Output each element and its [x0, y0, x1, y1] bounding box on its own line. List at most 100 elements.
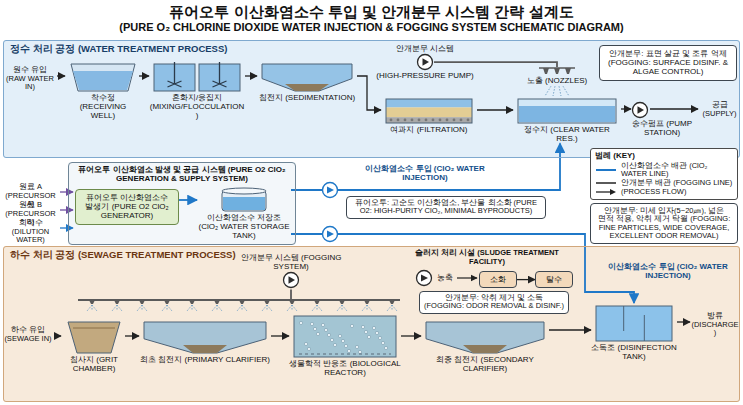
process-flow — [357, 76, 381, 110]
rect-shape — [223, 197, 265, 210]
circle-shape — [361, 325, 364, 328]
fog-nozzle — [389, 300, 395, 304]
path-shape — [543, 68, 571, 74]
circle-shape — [358, 350, 361, 353]
path-shape — [68, 322, 120, 353]
process-unit: 이산화염소수 저장조 (ClO₂ WATER STORAGE TANK) — [197, 187, 291, 241]
circle-shape — [330, 338, 333, 341]
svg-shape — [513, 97, 621, 125]
fog-riser-pipe — [290, 289, 292, 300]
fog-nozzle — [314, 300, 320, 304]
svg-shape — [149, 61, 245, 93]
circle-shape — [418, 119, 421, 122]
process-unit: 생물학적 반응조 (BIOLOGICAL REACTOR) — [289, 313, 401, 377]
path-shape — [73, 328, 115, 329]
rect-shape — [596, 306, 672, 341]
node-text: 송수펌프 (PUMP STATION) — [631, 119, 693, 137]
inflow-arrow — [57, 75, 65, 76]
svg-shape — [631, 101, 649, 119]
node-text: 착수정 (RECEIVING WELL) — [67, 93, 139, 121]
circle-shape — [323, 183, 338, 198]
node-text: 침사지 (GRIT CHAMBER) — [63, 355, 125, 373]
svg-shape — [139, 319, 271, 355]
text-label: 희석수 (DILUTION WATER) — [2, 219, 59, 245]
process-flow — [245, 75, 257, 76]
svg-shape — [197, 187, 291, 213]
node-text: 정수지 (CLEAR WATER RES.) — [513, 125, 621, 143]
pump-symbol — [631, 101, 693, 119]
node-text: 안개분무: 미세 입자(5~20㎛), 넓은 면적 적용, 악취 제거 탁월 (… — [595, 207, 733, 240]
process-illustration — [421, 319, 549, 355]
text-label: 슬러지 처리 시설 (SLUDGE TREATMENT FACILITY) — [398, 249, 576, 266]
sludge-pump — [417, 271, 432, 286]
rect-shape — [386, 99, 472, 123]
rect-shape — [386, 107, 472, 117]
process-illustration — [63, 319, 125, 355]
process-illustration — [257, 61, 357, 93]
svg-shape — [539, 67, 575, 76]
process-flow — [139, 75, 149, 76]
rect-shape — [519, 106, 615, 122]
rect-shape — [386, 99, 472, 107]
legend-swatch — [595, 166, 617, 174]
inflow-arrow — [54, 335, 61, 336]
text-label: 이산화염소수 투입 (ClO₂ WATER INJECTION) — [598, 262, 738, 280]
path-shape — [423, 58, 430, 66]
sludge-box: 탈수 — [535, 271, 573, 288]
fog-spray — [337, 305, 347, 311]
path-shape — [327, 187, 334, 194]
circle-shape — [460, 119, 463, 122]
system-group: 퓨어오투 이산화염소 발생 및 공급 시스템 (PURE O2 ClO₂ GEN… — [68, 162, 296, 245]
fog-nozzle — [364, 300, 370, 304]
node-text: 하수 처리 공정 (SEWAGE TREATMENT PROCESS) — [10, 250, 733, 261]
discharge-arrow — [677, 321, 690, 322]
legend-text: 안개분무 배관 (FOGGING LINE) — [621, 179, 732, 187]
fog-spray — [187, 305, 197, 311]
circle-shape — [425, 119, 428, 122]
svg-shape — [381, 97, 477, 125]
legend-line — [596, 169, 616, 171]
svg-shape — [63, 319, 125, 355]
node-text: 퓨어오투 이산화염소수 발생기 (PURE O2 ClO₂ GENERATOR) — [80, 193, 174, 221]
path-shape — [213, 62, 227, 87]
supply-arrow — [650, 108, 698, 109]
legend-row: (PROCESS FLOW) — [595, 188, 733, 196]
circle-shape — [347, 349, 350, 352]
process-illustration — [149, 61, 245, 93]
circle-shape — [390, 119, 393, 122]
circle-shape — [284, 273, 299, 288]
legend-text: (PROCESS FLOW) — [621, 188, 686, 196]
circle-shape — [467, 119, 470, 122]
legend-swatch — [595, 179, 617, 187]
legend-row: 이산화염소수 배관 (ClO₂ WATER LINE) — [595, 162, 733, 179]
fog-nozzle — [214, 300, 220, 304]
fog-spray — [362, 305, 372, 311]
text-label: 농축 — [434, 273, 456, 282]
circle-shape — [341, 339, 344, 342]
path-shape — [426, 322, 544, 353]
legend-arrowhead — [610, 189, 616, 195]
rect-shape — [386, 117, 472, 123]
circle-shape — [432, 119, 435, 122]
process-unit: 소독조 (DISINFECTION TANK) — [591, 303, 677, 361]
fog-spray — [387, 305, 397, 311]
callout-box: 안개분무: 미세 입자(5~20㎛), 넓은 면적 적용, 악취 제거 탁월 (… — [590, 203, 738, 244]
text-label: 하수 유입 (SEWAGE IN) — [2, 326, 54, 343]
node-text: 혼화지/응집지 (MIXING/FLOCCULATION) — [149, 93, 245, 121]
circle-shape — [321, 323, 324, 326]
fog-spray — [237, 305, 247, 311]
fog-spray — [545, 86, 551, 96]
path-shape — [463, 345, 507, 353]
title-block: 퓨어오투 이산화염소수 투입 및 안개분무 시스템 간략 설계도(PURE O₂… — [0, 3, 743, 34]
process-band: 정수 처리 공정 (WATER TREATMENT PROCESS)착수정 (R… — [3, 40, 740, 158]
region-fill — [3, 246, 740, 402]
fog-spray — [563, 86, 569, 96]
pump-unit: 송수펌프 (PUMP STATION) — [631, 101, 693, 137]
node-text: 최초 침전지 (PRIMARY CLARIFIER) — [139, 355, 271, 364]
process-illustration — [381, 97, 477, 125]
circle-shape — [323, 227, 338, 242]
circle-shape — [304, 342, 307, 345]
node-text: 생물학적 반응조 (BIOLOGICAL REACTOR) — [289, 359, 401, 377]
process-illustration — [139, 319, 271, 355]
legend-heading: 범례 (KEY) — [595, 151, 733, 161]
